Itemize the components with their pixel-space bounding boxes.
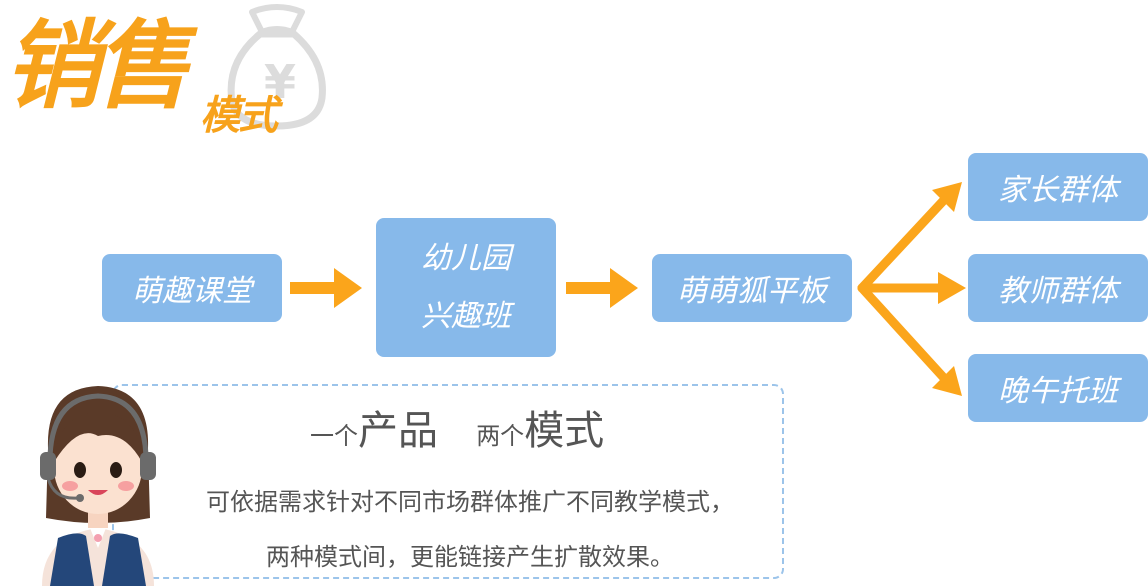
headline-one: 一个 (310, 422, 358, 450)
callout-headline: 一个产品 两个模式 (310, 398, 650, 456)
box-middle: 幼儿园 兴趣班 (376, 218, 556, 357)
logo-sub-text: 模式 (200, 93, 278, 139)
arrowhead-right-icon (938, 272, 966, 304)
callout-line1: 可依据需求针对不同市场群体推广不同教学模式， (206, 488, 734, 516)
arrowhead-down-right-icon (932, 366, 962, 396)
box-middle-line2: 兴趣班 (421, 298, 511, 334)
box-product: 萌萌狐平板 (652, 254, 852, 322)
headline-modes: 模式 (524, 408, 605, 454)
headline-two: 两个 (476, 422, 525, 450)
box-target-parents: 家长群体 (968, 153, 1148, 221)
box-start: 萌趣课堂 (102, 254, 282, 322)
box-target-afternoon: 晚午托班 (968, 354, 1148, 422)
branch-arrow-lines (857, 195, 951, 383)
arrowhead-up-right-icon (932, 182, 962, 212)
customer-service-avatar-icon (40, 386, 156, 586)
callout-line2: 两种模式间，更能链接产生扩散效果。 (266, 543, 674, 571)
yen-symbol: ¥ (264, 55, 296, 109)
box-middle-line1: 幼儿园 (421, 240, 511, 276)
arrow-right-icon (290, 268, 362, 308)
logo-main-text: 销售 (4, 10, 190, 122)
box-target-teachers: 教师群体 (968, 254, 1148, 322)
branch-arrows (857, 182, 966, 396)
money-bag-icon: ¥ (227, 4, 326, 130)
arrow-right-icon (566, 268, 638, 308)
headline-product: 产品 (358, 408, 438, 454)
